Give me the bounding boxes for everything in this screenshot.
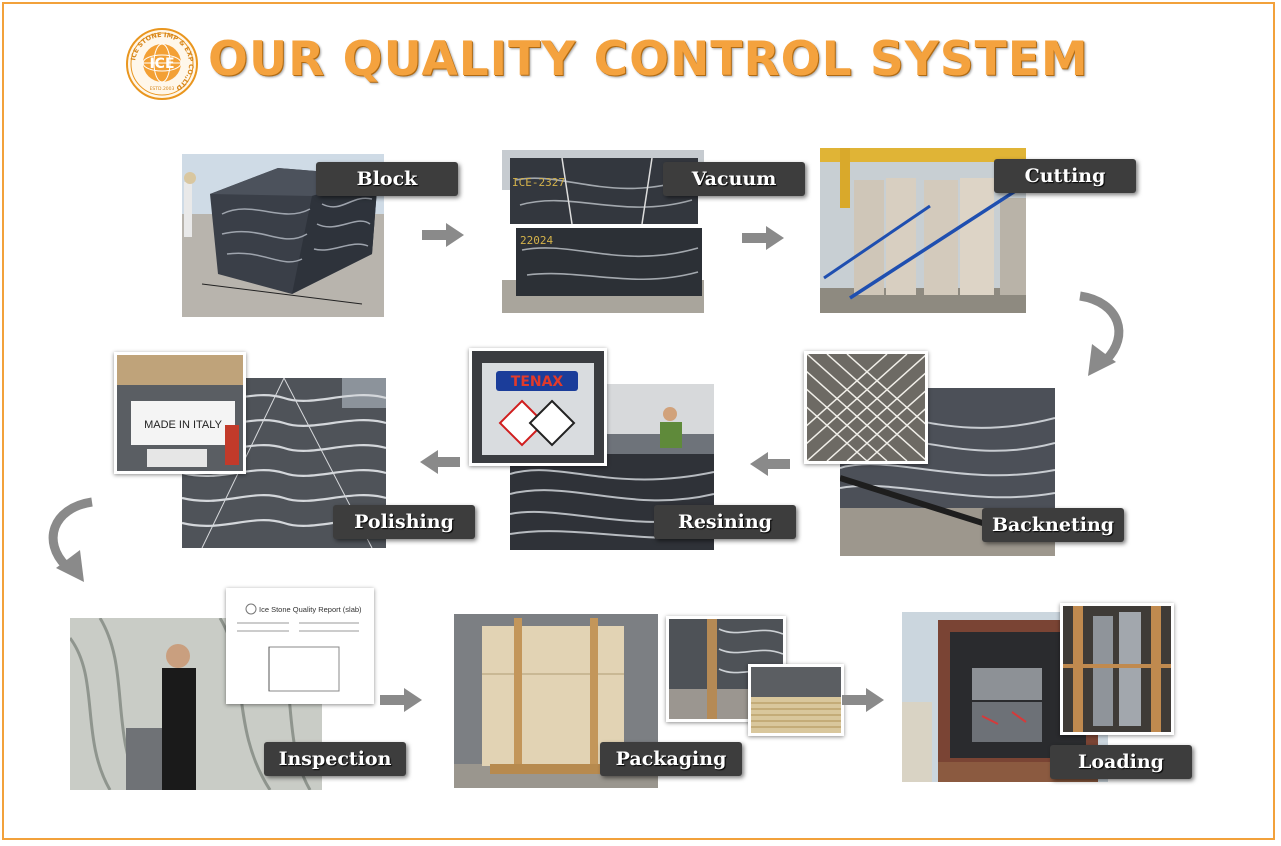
resining-inset-photo: TENAX	[469, 348, 607, 466]
right-arrow-icon	[380, 688, 422, 712]
report-title-text: Ice Stone Quality Report (slab)	[259, 605, 362, 614]
step-label-resining: Resining	[654, 505, 796, 539]
vacuum-code-bottom: 22024	[520, 234, 553, 247]
backneting-inset-photo	[804, 351, 928, 464]
packaging-inset-photo-2	[748, 664, 844, 736]
step-label-loading: Loading	[1050, 745, 1192, 779]
step-label-cutting: Cutting	[994, 159, 1136, 193]
inspection-report-inset: Ice Stone Quality Report (slab)	[226, 588, 374, 704]
right-arrow-icon	[742, 226, 784, 250]
curved-arrow-down-icon	[40, 494, 100, 586]
step-label-vacuum: Vacuum	[663, 162, 805, 196]
left-arrow-icon	[420, 450, 460, 474]
vacuum-photo: ICE-2327 22024	[502, 150, 704, 313]
logo-sub-text: ESTD.2003	[150, 86, 175, 92]
step-label-block: Block	[316, 162, 458, 196]
step-label-inspection: Inspection	[264, 742, 406, 776]
left-arrow-icon	[750, 452, 790, 476]
company-logo: ICE STONE IMP & EXP CO.,LTD ICE ESTD.200…	[126, 28, 198, 100]
right-arrow-icon	[422, 223, 464, 247]
inspection-photo	[70, 618, 322, 790]
step-label-packaging: Packaging	[600, 742, 742, 776]
resining-photo	[510, 384, 714, 550]
vacuum-code-top: ICE-2327	[512, 176, 565, 189]
step-label-polishing: Polishing	[333, 505, 475, 539]
loading-inset-photo	[1060, 603, 1174, 735]
curved-arrow-down-icon	[1072, 288, 1132, 380]
right-arrow-icon	[842, 688, 884, 712]
step-label-backneting: Backneting	[982, 508, 1124, 542]
polishing-inset-photo: MADE IN ITALY	[114, 352, 246, 474]
tenax-brand-text: TENAX	[511, 374, 564, 390]
made-in-italy-text: MADE IN ITALY	[144, 419, 222, 431]
page-title: OUR QUALITY CONTROL SYSTEM	[208, 32, 1089, 87]
cutting-photo	[820, 148, 1026, 313]
logo-text: ICE	[149, 56, 174, 72]
